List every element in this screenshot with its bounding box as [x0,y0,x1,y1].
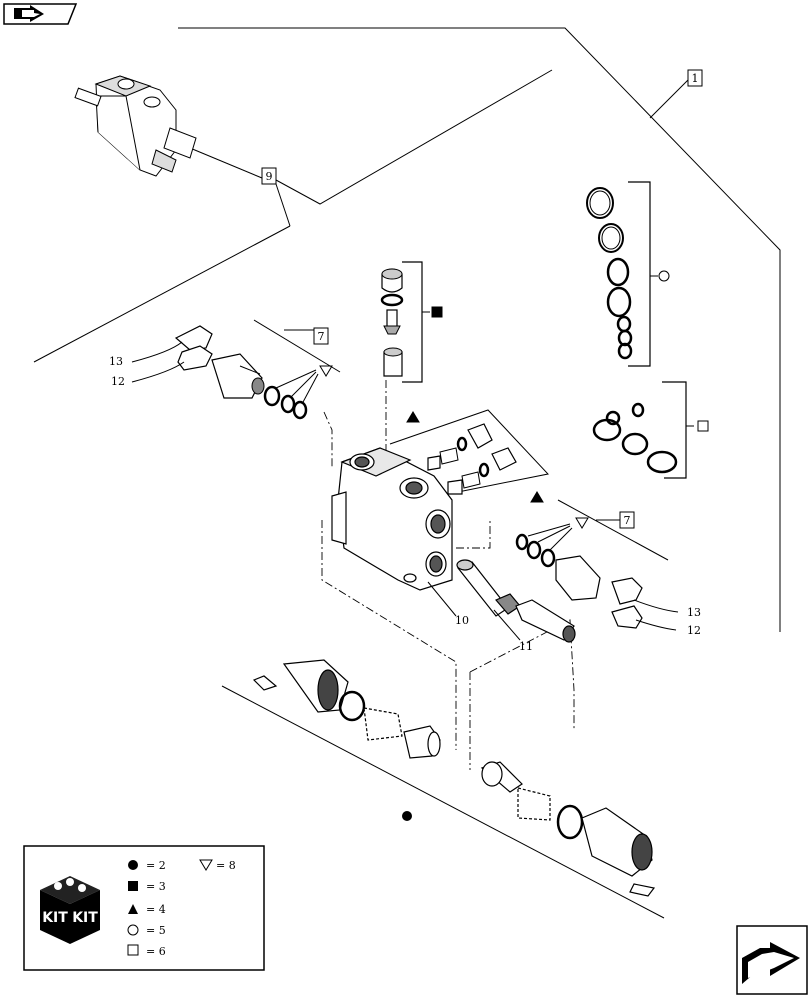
open-triangle-symbol-icon [575,517,589,529]
legend-box: KIT KIT = 2 = 3 = 4 = 5 = 6 = 8 [23,845,265,971]
open-square-symbol-icon [697,420,709,432]
callout-11-spool: 11 [519,640,533,653]
svg-text:KIT: KIT [42,910,68,926]
callout-13-left: 13 [109,355,123,368]
next-arrow-icon[interactable] [736,925,808,995]
legend-row-3: = 4 [146,903,166,916]
legend-row-5: = 6 [146,945,166,958]
open-triangle-symbol-icon [319,365,333,377]
open-circle-symbol-icon [658,270,670,282]
back-arrow-icon[interactable] [3,3,78,25]
legend-open-triangle-icon [199,859,213,871]
callout-12-left: 12 [111,375,125,388]
left-cap-group[interactable] [174,325,333,420]
valve-section-thumbnail[interactable] [74,75,197,177]
legend-open-square-icon [127,944,139,956]
svg-text:9: 9 [266,170,273,183]
ref-box-valve-section[interactable]: 9 [261,167,277,185]
legend-open-circle-icon [127,924,139,936]
o-ring-kit-open-circle[interactable] [586,181,670,367]
spool[interactable] [456,559,576,643]
ref-box-seal-kit-left[interactable]: 7 [313,327,329,345]
kit-box-icon: KIT KIT [40,876,100,944]
legend-filled-circle-icon [128,860,138,870]
callout-13-right: 13 [687,606,701,619]
legend-filled-triangle-icon [128,904,138,914]
svg-text:1: 1 [692,72,699,85]
o-ring-kit-open-square[interactable] [592,381,709,479]
valve-body[interactable] [331,447,453,591]
legend-row-1: = 2 [146,859,166,872]
relief-valve-group[interactable] [380,261,443,383]
svg-text:7: 7 [624,514,631,527]
legend-row-2: = 3 [146,880,166,893]
lower-right-cap-assembly[interactable] [480,761,656,897]
filled-circle-symbol-icon [402,811,412,821]
filled-square-symbol-icon [431,306,443,318]
filled-triangle-symbol-icon [406,411,420,423]
filled-triangle-symbol-icon [530,491,544,503]
svg-text:7: 7 [318,330,325,343]
legend-filled-square-icon [128,881,138,891]
assembly-lines [33,27,781,919]
svg-text:KIT: KIT [72,910,98,926]
alignment-lines [321,380,575,770]
right-cap-group[interactable] [515,517,643,629]
legend-row-4: = 5 [146,924,166,937]
callout-10-body: 10 [455,614,469,627]
ref-box-main-assembly[interactable]: 1 [687,69,703,87]
legend-row-extra: = 8 [216,859,236,872]
callout-12-right: 12 [687,624,701,637]
check-valve-parts[interactable] [406,411,544,503]
lower-left-cap-assembly[interactable] [252,659,441,759]
callouts [131,341,679,641]
ref-box-seal-kit-right[interactable]: 7 [619,511,635,529]
